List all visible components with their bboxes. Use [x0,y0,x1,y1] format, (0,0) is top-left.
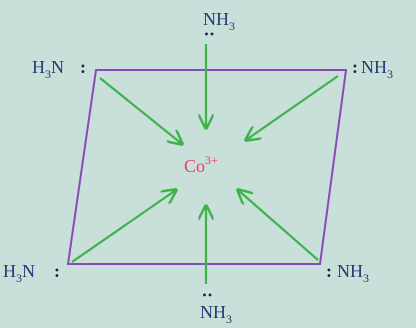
lone-pair-bottom-right: : [326,261,332,281]
square-planar-plane [66,69,348,265]
lone-pair-bottom: : [199,292,219,298]
ligand-bottom-label: NH3 [200,302,232,326]
ligand-bottom-left-label: H3N [3,261,35,285]
lone-pair-bottom-left: : [54,261,60,281]
metal-ion-label: Co3+ [184,153,218,176]
bond-arrow-top-left [99,77,182,144]
bond-arrow-bottom-left [71,190,176,263]
ligand-bottom-right-label: NH3 [337,261,369,285]
ligand-top-left-label: H3N [32,57,64,81]
lone-pair-top-left: : [80,57,86,77]
bond-arrow-top-right [246,75,339,140]
bond-arrow-bottom-right [238,190,319,261]
ligand-top-label: NH3 [203,9,235,33]
lone-pair-top: : [201,31,221,37]
ligand-top-right-label: NH3 [361,57,393,81]
metal-symbol: Co [184,156,205,176]
lone-pair-top-right: : [352,57,358,77]
metal-charge: 3+ [205,153,218,167]
